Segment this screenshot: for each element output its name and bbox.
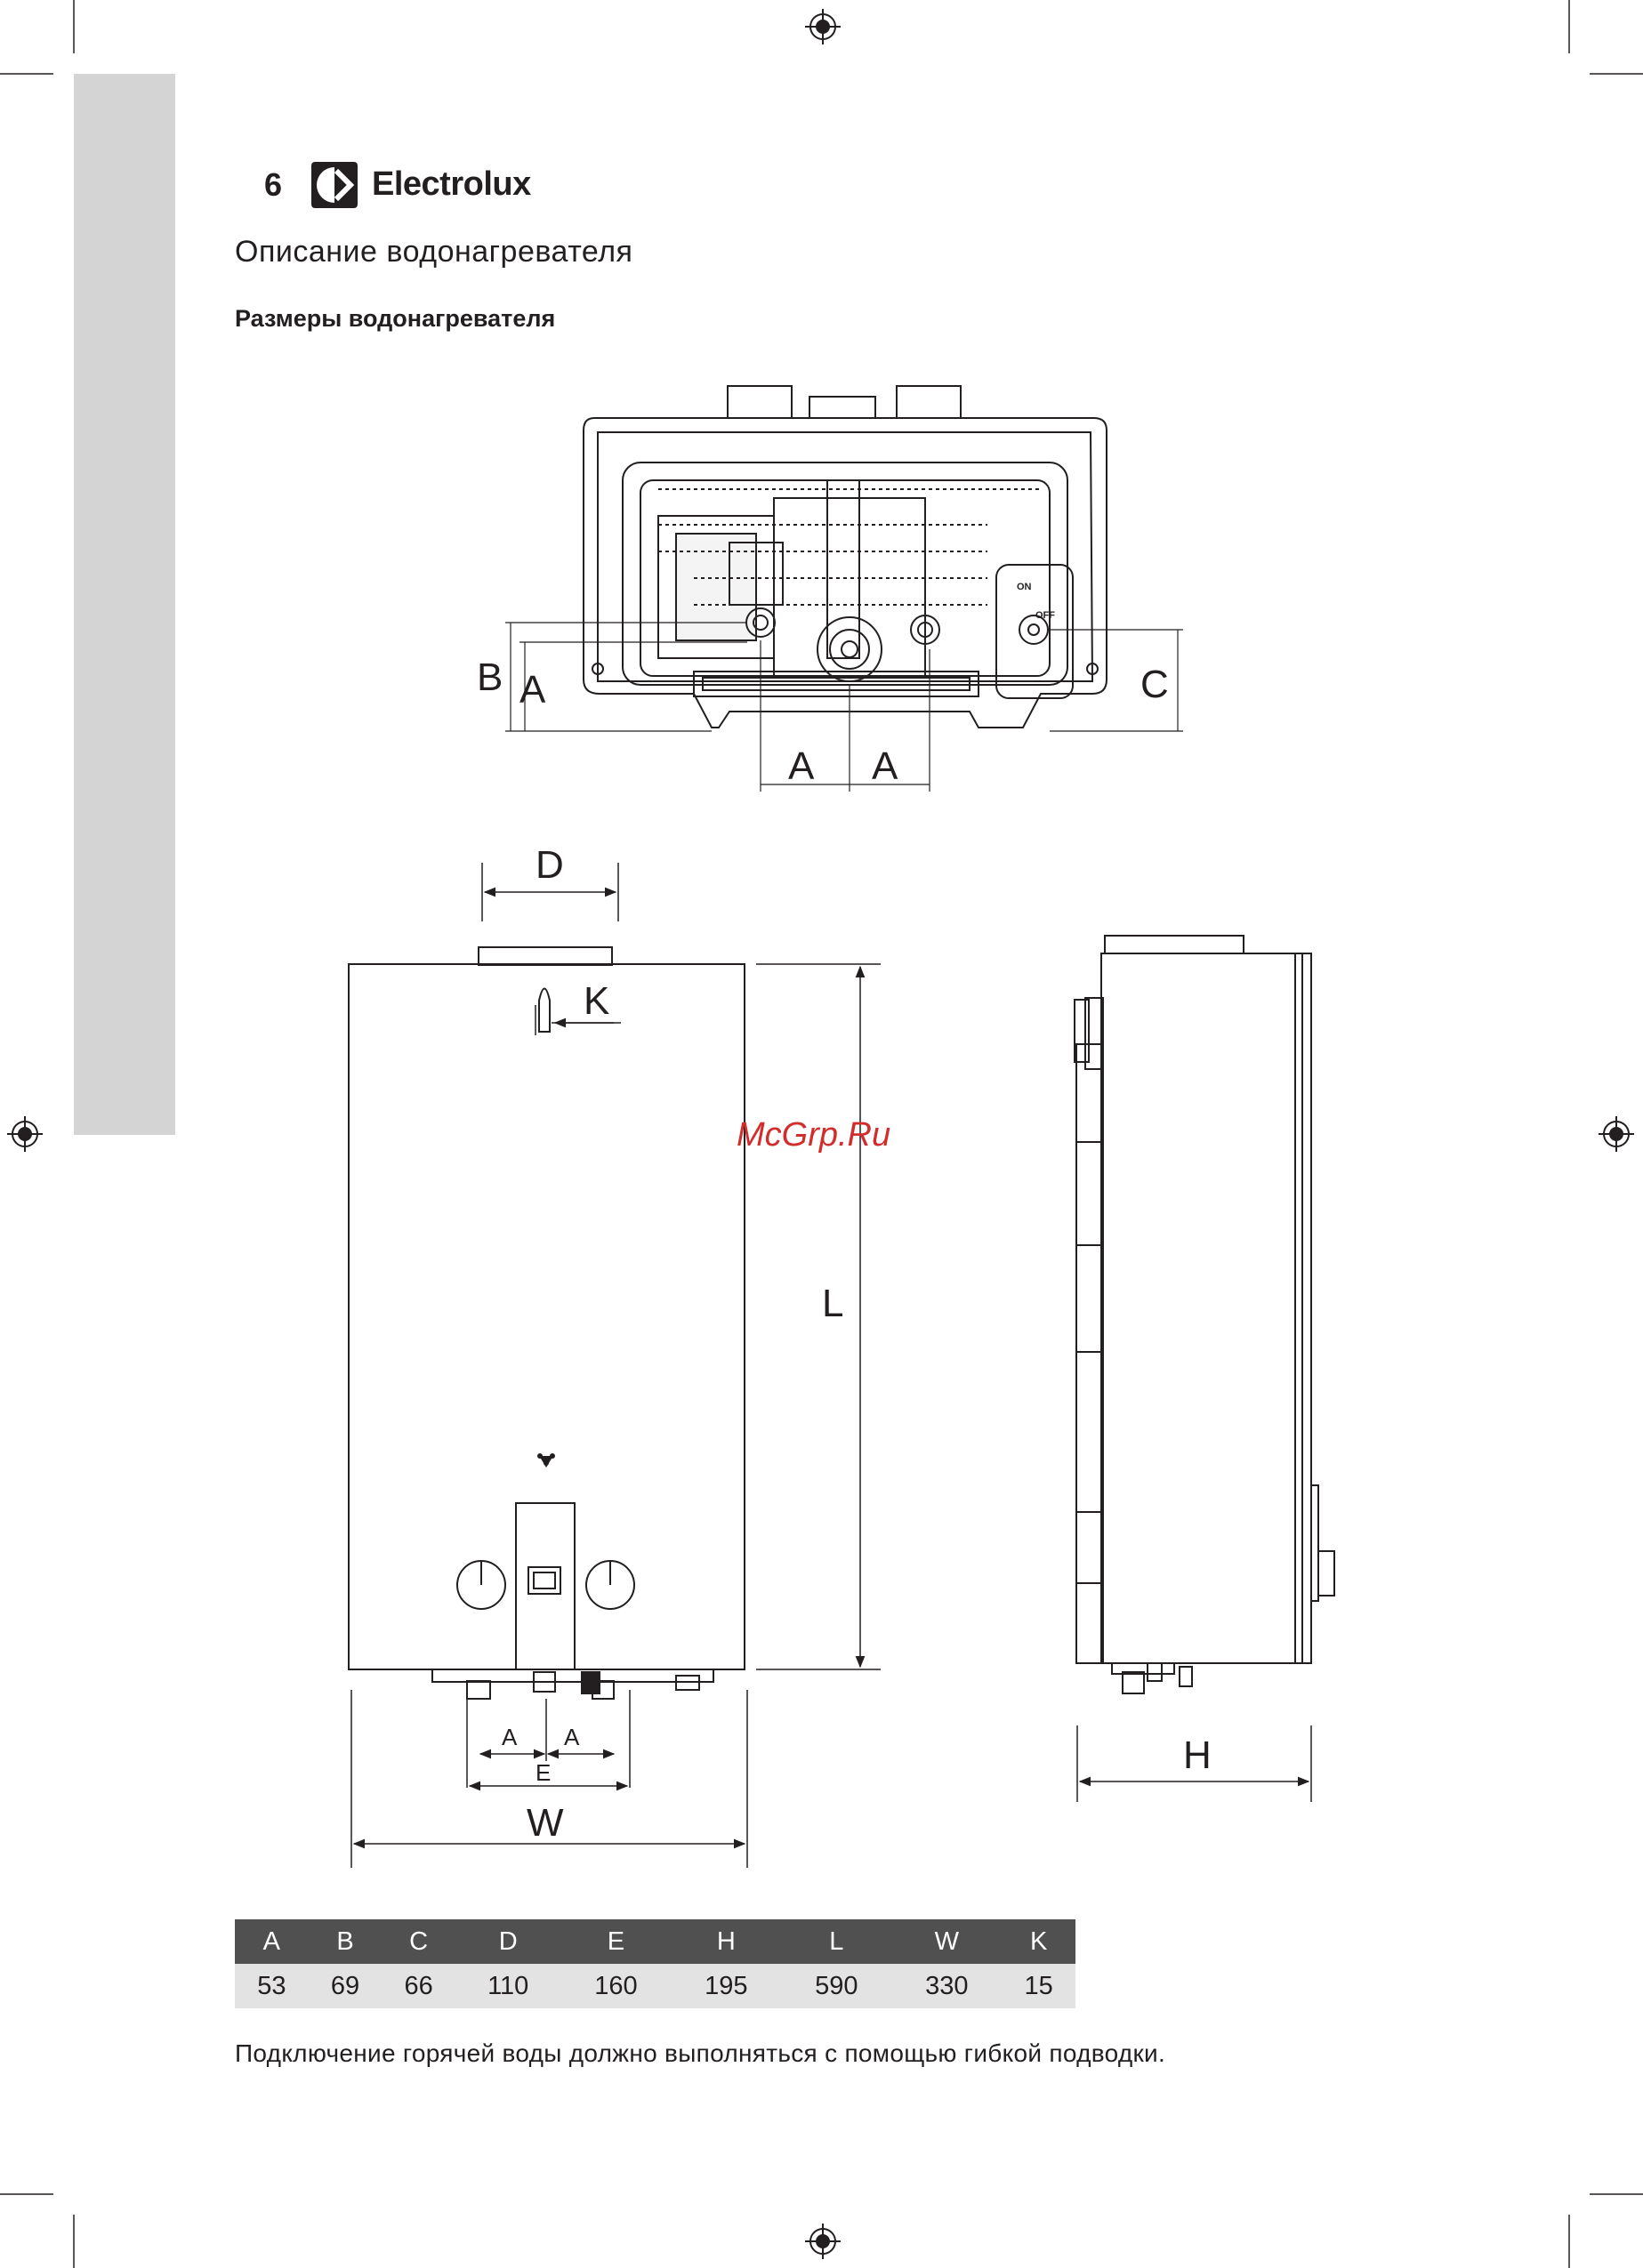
value-cell: 590 <box>781 1964 891 2008</box>
value-cell: 66 <box>382 1964 455 2008</box>
dimensions-value-row: 53 69 66 110 160 195 590 330 15 <box>235 1964 1075 2008</box>
header-cell: H <box>671 1919 781 1964</box>
top-view-dimensions <box>505 623 1183 792</box>
header-cell: K <box>1002 1919 1075 1964</box>
svg-text:C: C <box>1140 663 1169 706</box>
svg-text:A: A <box>872 744 898 788</box>
registration-mark-left <box>7 1116 43 1152</box>
header-cell: D <box>455 1919 560 1964</box>
side-view <box>1075 936 1334 1693</box>
side-view-dimension-labels: H <box>1183 1733 1212 1777</box>
front-view <box>349 947 745 1699</box>
registration-mark-top <box>805 9 841 44</box>
svg-text:H: H <box>1183 1733 1212 1777</box>
header-cell: W <box>891 1919 1002 1964</box>
svg-text:A: A <box>564 1724 580 1750</box>
svg-text:L: L <box>822 1282 843 1325</box>
header-cell: C <box>382 1919 455 1964</box>
value-cell: 110 <box>455 1964 560 2008</box>
registration-mark-bottom <box>805 2224 841 2259</box>
dimensions-table: A B C D E H L W K 53 69 66 110 160 195 5… <box>235 1919 1075 2008</box>
svg-text:A: A <box>788 744 815 788</box>
value-cell: 195 <box>671 1964 781 2008</box>
svg-text:K: K <box>584 979 609 1023</box>
value-cell: 53 <box>235 1964 309 2008</box>
svg-text:W: W <box>527 1801 564 1845</box>
front-view-dimension-labels: D K L A A E W <box>502 843 843 1845</box>
watermark: McGrp.Ru <box>737 1114 890 1155</box>
svg-text:ON: ON <box>1017 582 1032 592</box>
svg-text:B: B <box>477 655 503 699</box>
svg-text:A: A <box>502 1724 518 1750</box>
svg-text:E: E <box>536 1759 551 1786</box>
front-view-dimensions <box>351 863 881 1868</box>
svg-text:OFF: OFF <box>1035 610 1055 621</box>
header-cell: E <box>560 1919 671 1964</box>
header-cell: B <box>309 1919 383 1964</box>
value-cell: 69 <box>309 1964 383 2008</box>
value-cell: 330 <box>891 1964 1002 2008</box>
top-view <box>584 386 1107 728</box>
registration-mark-right <box>1599 1116 1634 1152</box>
value-cell: 160 <box>560 1964 671 2008</box>
svg-text:D: D <box>536 843 564 887</box>
header-cell: L <box>781 1919 891 1964</box>
installation-note: Подключение горячей воды должно выполнят… <box>235 2037 1165 2071</box>
dimensions-header-row: A B C D E H L W K <box>235 1919 1075 1964</box>
svg-text:A: A <box>519 668 546 712</box>
header-cell: A <box>235 1919 309 1964</box>
value-cell: 15 <box>1002 1964 1075 2008</box>
